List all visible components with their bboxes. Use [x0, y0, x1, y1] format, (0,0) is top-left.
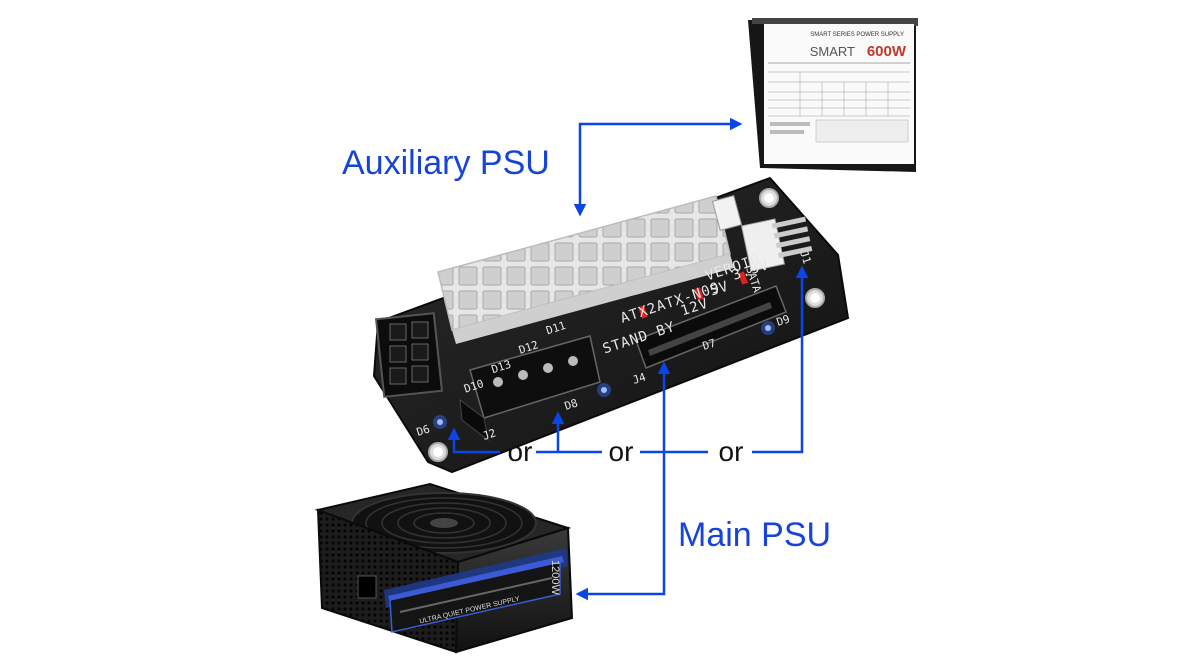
main-psu-image: ULTRA QUIET POWER SUPPLY 1200W [318, 484, 572, 652]
aux-psu-model-text: SMART [810, 44, 855, 59]
main-psu-wattage-text: 1200W [549, 560, 561, 595]
aux-psu-wattage-text: 600W [867, 43, 907, 60]
or-label-3: or [719, 436, 744, 467]
or-label-2: or [609, 436, 634, 467]
adapter-board-image: ATX2ATX-N09 VEROIO STAND BY 12V 5V 3.3V … [374, 178, 848, 472]
auxiliary-psu-label: Auxiliary PSU [342, 144, 550, 182]
or-label-1: or [508, 436, 533, 467]
aux-psu-top-text: SMART SERIES POWER SUPPLY [810, 32, 904, 38]
power-socket [358, 576, 376, 598]
main-psu-label: Main PSU [678, 516, 831, 554]
auxiliary-psu-image: SMART SERIES POWER SUPPLY SMART 600W [748, 18, 918, 172]
pcie-6pin-connector [376, 313, 442, 397]
